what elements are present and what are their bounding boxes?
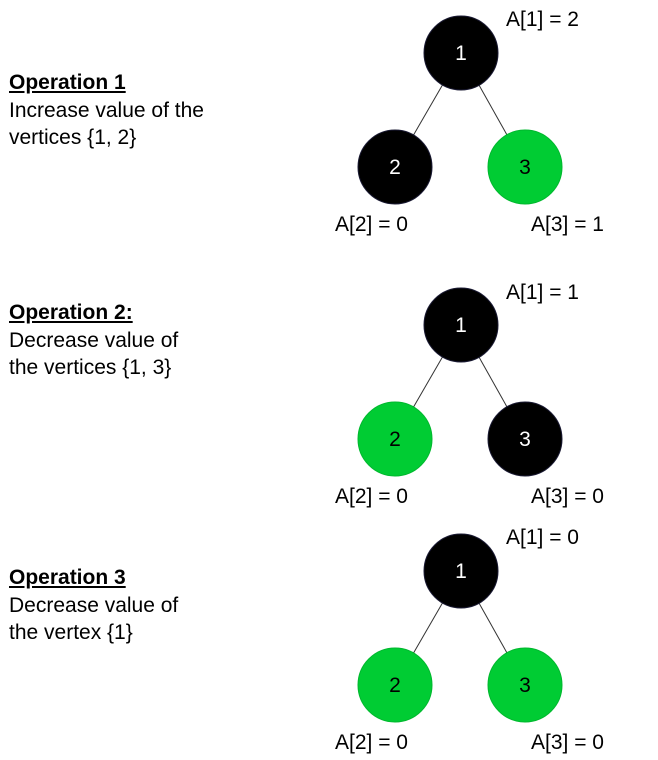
vertex-3-value-label: A[3] = 0 (531, 485, 604, 508)
operation-2-description-line-2: the vertices {1, 3} (9, 356, 172, 379)
operation-3-description-line-1: Decrease value of (9, 594, 179, 617)
vertex-2-value-label: A[2] = 0 (335, 213, 408, 236)
vertex-1-value-label: A[1] = 0 (506, 526, 579, 549)
vertex-2 (357, 401, 433, 477)
vertex-2-label: 2 (389, 428, 401, 451)
edge-1-3 (478, 603, 508, 653)
vertex-3 (487, 129, 563, 205)
operation-3-description-line-2: the vertex {1} (9, 621, 133, 644)
vertex-2-value-label: A[2] = 0 (335, 485, 408, 508)
edge-1-3 (478, 85, 508, 135)
vertex-3-label: 3 (519, 428, 531, 451)
vertex-2-label: 2 (389, 156, 401, 179)
vertex-3-value-label: A[3] = 0 (531, 731, 604, 754)
vertex-1-value-label: A[1] = 2 (506, 8, 579, 31)
operation-2-description-line-1: Decrease value of (9, 329, 179, 352)
vertex-3-label: 3 (519, 674, 531, 697)
edge-1-2 (413, 356, 443, 408)
vertex-1-label: 1 (455, 42, 467, 65)
operation-1-heading: Operation 1 (9, 71, 126, 94)
operation-3-tree: 1 A[1] = 0 2A[2] = 0 3A[3] = 0 (335, 526, 604, 754)
vertex-3 (487, 401, 563, 477)
vertex-3 (487, 647, 563, 723)
vertex-3-label: 3 (519, 156, 531, 179)
vertex-1 (423, 15, 499, 91)
edge-1-3 (478, 357, 508, 407)
operation-1-description-line-1: Increase value of the (9, 99, 204, 122)
vertex-1-value-label: A[1] = 1 (506, 281, 579, 304)
edge-1-2 (413, 602, 443, 654)
vertex-2-label: 2 (389, 674, 401, 697)
vertex-3-value-label: A[3] = 1 (531, 213, 604, 236)
vertex-1-label: 1 (455, 314, 467, 337)
operation-1-tree: 1 A[1] = 2 2A[2] = 0 3A[3] = 1 (335, 8, 604, 236)
operation-2-tree: 1 A[1] = 1 2A[2] = 0 3A[3] = 0 (335, 281, 604, 508)
operation-2-heading: Operation 2: (9, 301, 133, 324)
vertex-2-value-label: A[2] = 0 (335, 731, 408, 754)
operation-3-heading: Operation 3 (9, 566, 126, 589)
vertex-1 (423, 287, 499, 363)
vertex-1-label: 1 (455, 560, 467, 583)
vertex-1 (423, 533, 499, 609)
edge-1-2 (413, 84, 443, 136)
vertex-2 (357, 129, 433, 205)
vertex-2 (357, 647, 433, 723)
operation-1-description-line-2: vertices {1, 2} (9, 126, 137, 149)
